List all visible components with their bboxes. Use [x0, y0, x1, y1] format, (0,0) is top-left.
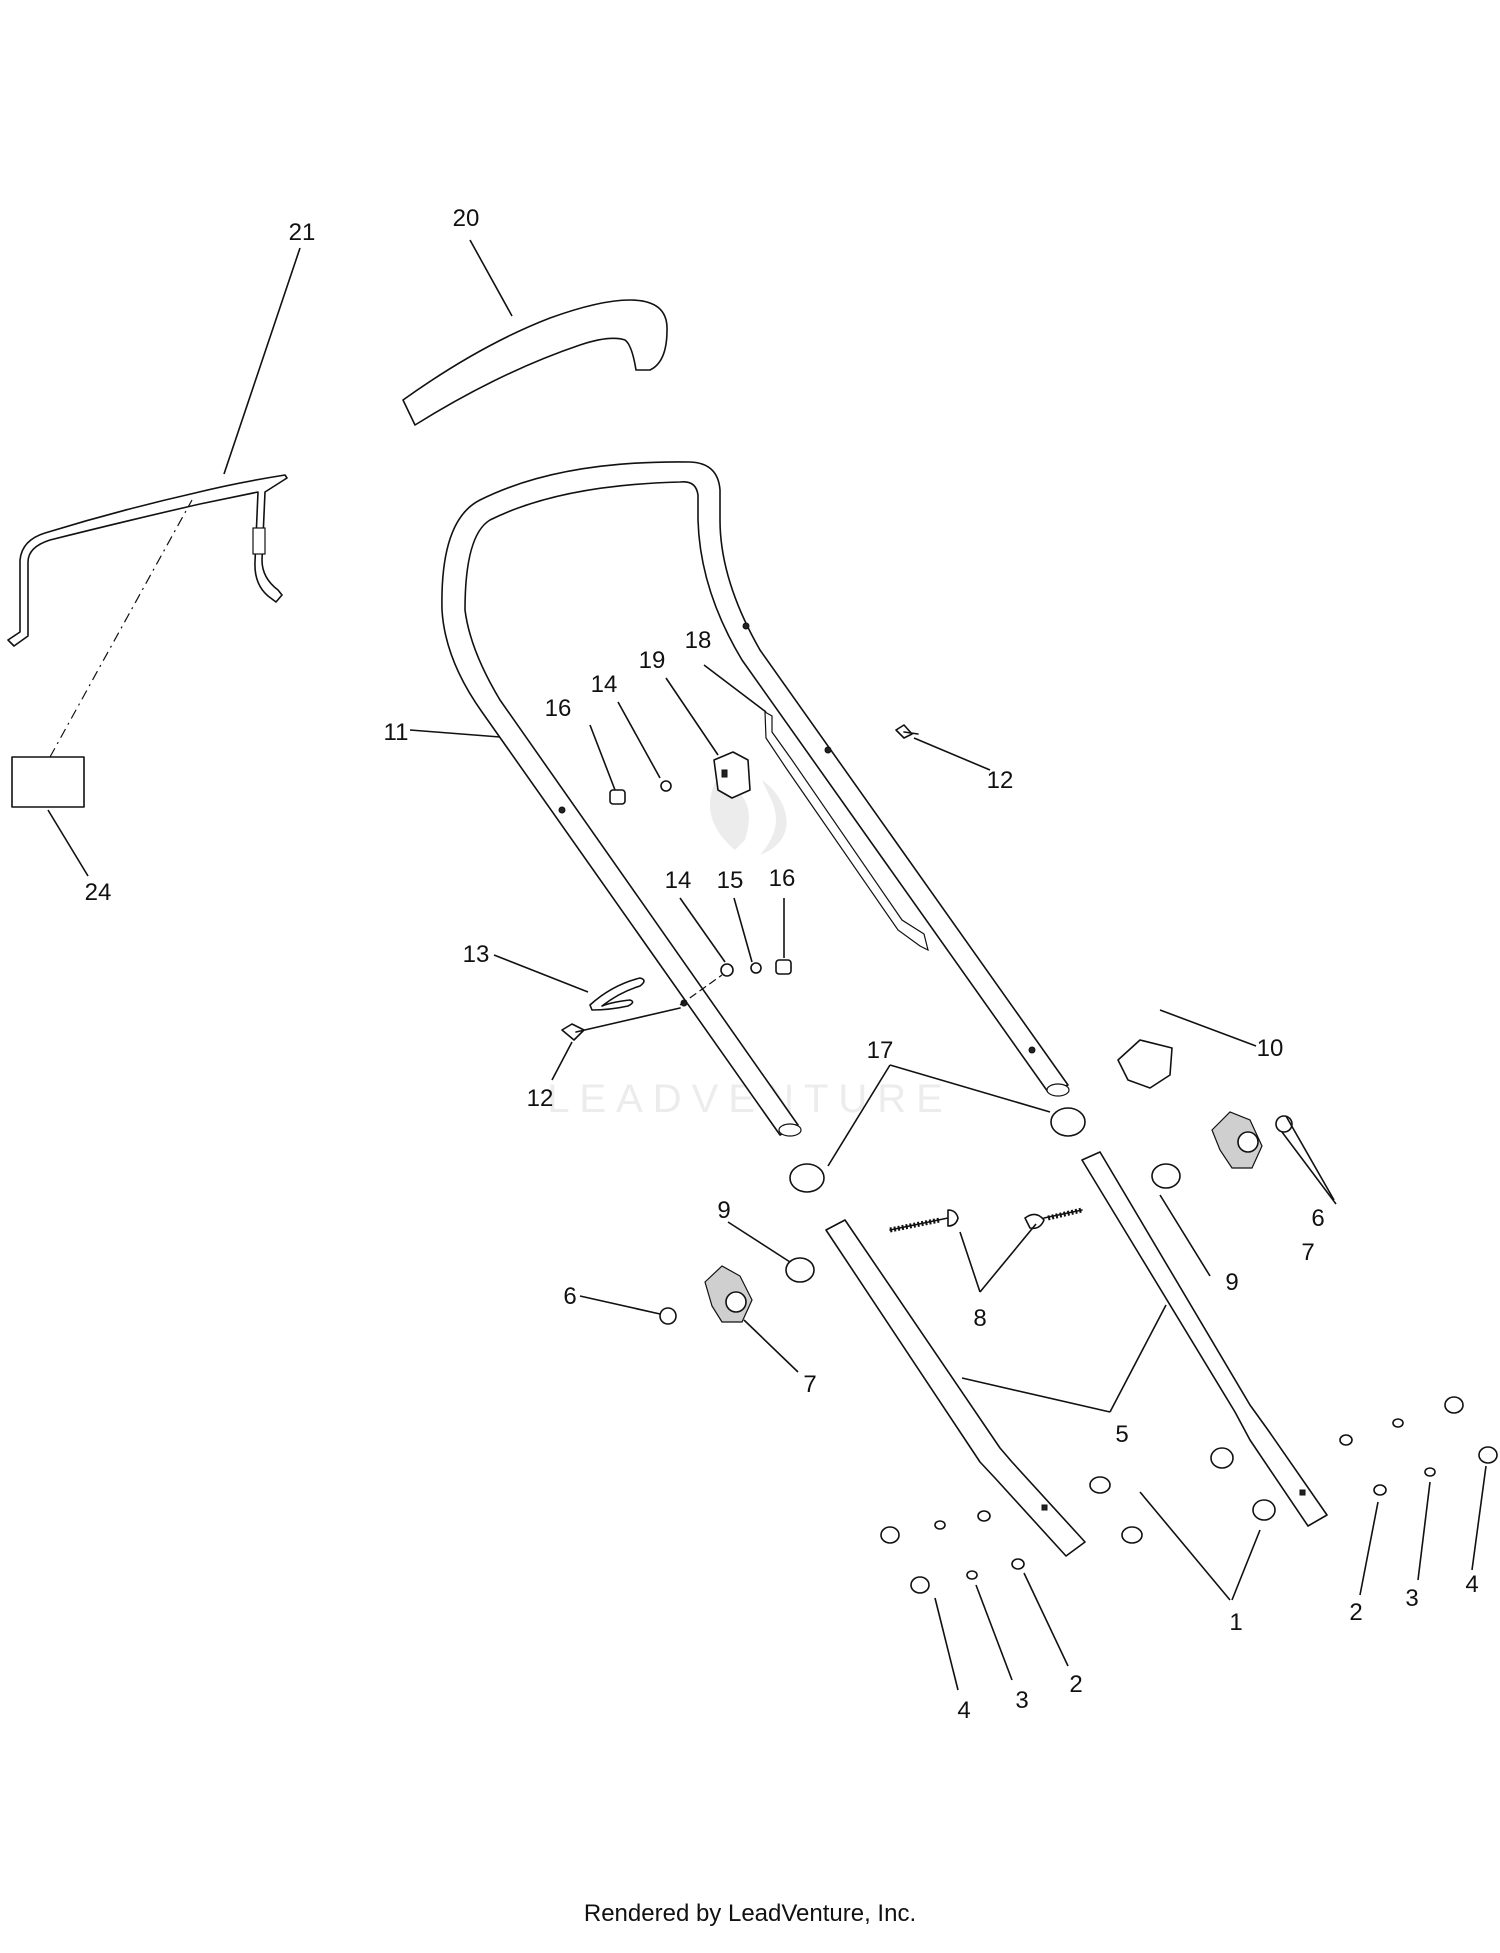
callout-16-lower: 16 — [769, 865, 796, 892]
callout-14-lower: 14 — [665, 867, 692, 894]
callout-13: 13 — [463, 941, 490, 968]
part-5-lower-handles — [825, 1151, 1328, 1557]
part-3-washer — [966, 1570, 978, 1580]
part-12-bolt-left — [561, 1007, 681, 1041]
part-8-carriage-bolts — [889, 1207, 1083, 1233]
part-2-washer — [977, 1510, 991, 1522]
callout-8: 8 — [973, 1305, 986, 1332]
callout-11: 11 — [384, 719, 409, 746]
callout-5: 5 — [1115, 1421, 1128, 1448]
callout-3-right: 3 — [1405, 1585, 1418, 1612]
callout-6-left: 6 — [563, 1283, 576, 1310]
part-4-nut — [910, 1576, 930, 1594]
part-18-control-rod — [764, 710, 929, 952]
callout-1: 1 — [1229, 1609, 1242, 1636]
callout-14-upper: 14 — [591, 671, 618, 698]
part-14-washer-upper — [660, 780, 672, 792]
callout-3-left: 3 — [1015, 1687, 1028, 1714]
callout-21: 21 — [289, 219, 316, 246]
part-9-spacers — [785, 1163, 1181, 1283]
part-11-upper-handle — [441, 461, 1070, 1137]
part-2-washer — [1011, 1558, 1025, 1570]
part-21-bail — [7, 474, 288, 647]
part-20-grip — [402, 299, 668, 426]
part-24-decal — [11, 756, 85, 808]
callout-24: 24 — [85, 879, 112, 906]
part-10-cable-clip — [1117, 1039, 1173, 1089]
part-2-washer — [1339, 1434, 1353, 1446]
part-1-bolt — [1121, 1526, 1143, 1544]
callout-4-right: 4 — [1465, 1571, 1478, 1598]
leader-lines — [47, 239, 1487, 1691]
part-1-head — [1252, 1499, 1276, 1521]
callout-2-left: 2 — [1069, 1671, 1082, 1698]
callout-20: 20 — [453, 205, 480, 232]
callout-12-right: 12 — [987, 767, 1014, 794]
part-4-nut — [1444, 1396, 1464, 1414]
callout-9-left: 9 — [717, 1197, 730, 1224]
callout-17: 17 — [867, 1037, 894, 1064]
callout-6-right: 6 — [1311, 1205, 1324, 1232]
part-17-plugs — [789, 1107, 1086, 1193]
callout-7-right: 7 — [1301, 1239, 1314, 1266]
part-15-lockwasher — [750, 962, 762, 974]
callout-16-upper: 16 — [545, 695, 572, 722]
part-1-bolt — [1089, 1476, 1111, 1494]
bail-clip — [252, 527, 266, 555]
part-16-nut-upper — [609, 789, 626, 805]
callout-19: 19 — [639, 647, 666, 674]
part-3-washer — [934, 1520, 946, 1530]
bolt-dashed-line — [679, 974, 723, 1006]
part-2-washer — [1373, 1484, 1387, 1496]
callout-2-right: 2 — [1349, 1599, 1362, 1626]
callout-18: 18 — [685, 627, 712, 654]
part-6-nuts — [659, 1115, 1293, 1325]
part-14-washer-lower — [720, 963, 734, 977]
footer-credit: Rendered by LeadVenture, Inc. — [583, 1900, 917, 1927]
part-12-bolt-right — [895, 724, 919, 739]
callout-labels: 21 20 24 11 16 14 19 18 12 14 15 16 13 1… — [85, 205, 1479, 1724]
part-3-washer — [1424, 1467, 1436, 1477]
decal-dashed-line — [49, 499, 193, 758]
callout-15: 15 — [717, 867, 744, 894]
part-7-knobs — [704, 1111, 1263, 1323]
callout-4-left: 4 — [957, 1697, 970, 1724]
callout-10: 10 — [1257, 1035, 1284, 1062]
callout-7-left: 7 — [803, 1371, 816, 1398]
lower-hardware — [880, 1396, 1498, 1594]
part-4-nut — [1478, 1446, 1498, 1464]
part-19-bracket — [713, 751, 751, 799]
part-13-hairpin — [589, 977, 645, 1011]
part-4-nut — [880, 1526, 900, 1544]
callout-9-right: 9 — [1225, 1269, 1238, 1296]
part-3-washer — [1392, 1418, 1404, 1428]
callout-12-left: 12 — [527, 1085, 554, 1112]
part-16-nut-lower — [775, 959, 792, 975]
upper-hardware — [561, 724, 919, 1041]
part-1-head — [1210, 1447, 1234, 1469]
